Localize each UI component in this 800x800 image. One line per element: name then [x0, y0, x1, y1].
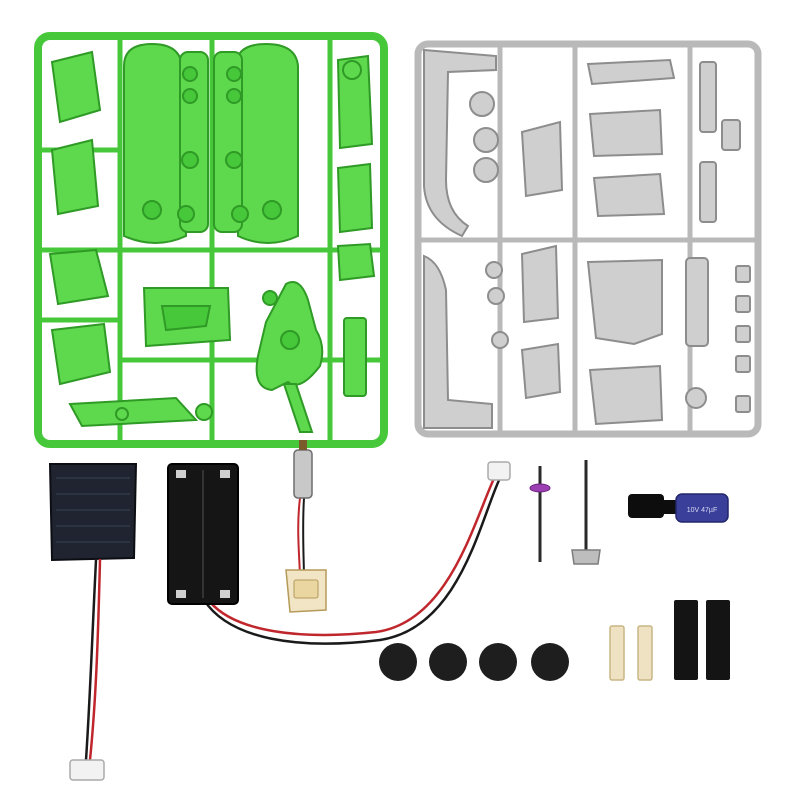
capacitor: 10V 47µF [628, 493, 729, 523]
connector-cable [69, 461, 511, 781]
green-sprue-frame [34, 32, 388, 448]
crank-shaft [571, 460, 601, 565]
wooden-pins [609, 625, 653, 681]
battery-holder [167, 463, 239, 605]
grey-sprue-frame [414, 40, 762, 438]
rubber-wheels [379, 643, 569, 681]
foam-pads [674, 600, 730, 680]
capacitor-print: 10V 47µF [687, 507, 718, 514]
gear-shaft [529, 466, 551, 562]
solar-panel [48, 463, 138, 562]
micro-motor [285, 440, 327, 613]
